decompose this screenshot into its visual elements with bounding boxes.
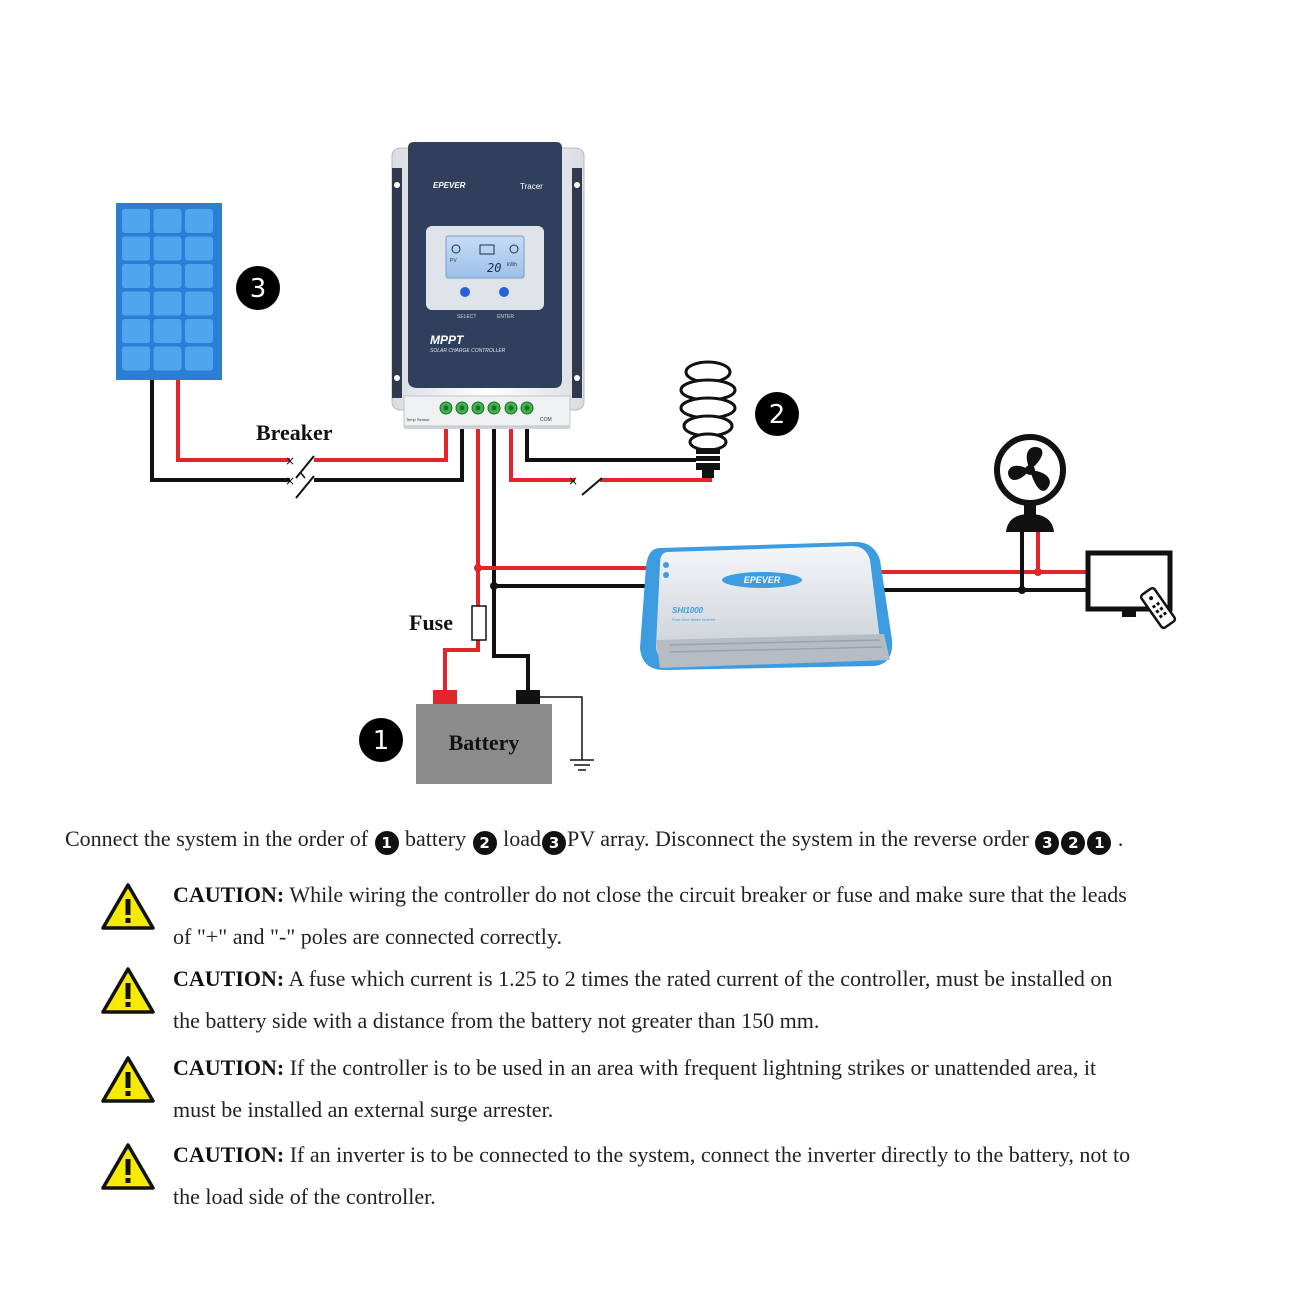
solar-panel bbox=[116, 203, 222, 380]
caution-text: If an inverter is to be connected to the… bbox=[173, 1142, 1131, 1209]
reverse-number-2: 2 bbox=[1061, 831, 1086, 855]
breaker-switch: × × bbox=[285, 454, 315, 499]
order-item-load: load bbox=[503, 826, 542, 851]
ground-wire bbox=[540, 696, 583, 760]
svg-text:kWh: kWh bbox=[507, 262, 517, 268]
lcd-screen bbox=[445, 235, 525, 279]
svg-text:3: 3 bbox=[250, 274, 267, 304]
solar-cell bbox=[122, 291, 150, 316]
order-number-3: 3 bbox=[542, 831, 567, 855]
svg-text:PV: PV bbox=[450, 258, 457, 264]
battery-positive-wire bbox=[443, 420, 480, 690]
battery-negative-wire bbox=[492, 420, 530, 690]
caution-heading: CAUTION: bbox=[173, 966, 285, 991]
svg-text:1: 1 bbox=[373, 726, 390, 756]
solar-cell bbox=[122, 319, 150, 343]
caution-text: While wiring the controller do not close… bbox=[173, 882, 1127, 949]
controller-brand: EPEVER bbox=[433, 181, 466, 190]
warning-icon bbox=[101, 967, 155, 1014]
svg-text:COM: COM bbox=[540, 417, 552, 423]
order-suffix: . bbox=[1117, 826, 1124, 851]
pv-negative-wire bbox=[150, 380, 290, 482]
mppt-controller: EPEVER Tracer PV 20 kWh SELECT ENTER MPP… bbox=[391, 142, 585, 429]
svg-text:Temp Sensor: Temp Sensor bbox=[406, 417, 430, 422]
controller-model: Tracer bbox=[520, 182, 543, 191]
ground-icon bbox=[570, 759, 594, 771]
wires bbox=[150, 380, 1088, 760]
svg-text:ENTER: ENTER bbox=[497, 314, 514, 320]
battery-label: Battery bbox=[449, 730, 520, 755]
svg-text:×: × bbox=[568, 474, 578, 488]
svg-text:SELECT: SELECT bbox=[457, 314, 476, 320]
pv-positive-wire bbox=[176, 380, 290, 462]
solar-cell bbox=[153, 209, 182, 233]
solar-cell bbox=[122, 209, 150, 233]
solar-cell bbox=[122, 236, 150, 261]
solar-cell bbox=[122, 346, 150, 371]
wiring-diagram: × × Breaker × 3 EPEVER Tracer PV 20 bbox=[116, 142, 1177, 784]
order-item-pv: PV array. Disconnect the system in the r… bbox=[567, 826, 1029, 851]
solar-cell bbox=[185, 236, 213, 261]
controller-type-title: MPPT bbox=[430, 333, 465, 347]
lcd-value: 20 bbox=[487, 261, 501, 275]
solar-cell bbox=[122, 264, 150, 288]
load-positive-wire bbox=[509, 420, 575, 482]
battery: Battery bbox=[416, 690, 552, 784]
warning-icon bbox=[101, 1056, 155, 1103]
inverter: EPEVER SHI1000 Pure Sine Wave Inverter bbox=[640, 542, 893, 670]
warning-icon bbox=[101, 883, 155, 930]
solar-cell bbox=[185, 291, 213, 316]
select-button bbox=[460, 287, 470, 297]
order-number-1: 1 bbox=[374, 831, 399, 855]
caution-text: A fuse which current is 1.25 to 2 times … bbox=[173, 966, 1113, 1033]
solar-cell bbox=[185, 319, 213, 343]
breaker-label: Breaker bbox=[256, 420, 333, 445]
solar-cell bbox=[185, 346, 213, 371]
order-number-2: 2 bbox=[472, 831, 497, 855]
caution-text: If the controller is to be used in an ar… bbox=[173, 1055, 1097, 1122]
inverter-subtitle: Pure Sine Wave Inverter bbox=[672, 617, 716, 622]
solar-cell bbox=[153, 346, 182, 371]
step-2-badge: 2 bbox=[755, 392, 799, 436]
fuse-label: Fuse bbox=[409, 610, 453, 635]
inverter-model: SHI1000 bbox=[672, 606, 704, 615]
solar-cell bbox=[153, 236, 182, 261]
caution-heading: CAUTION: bbox=[173, 882, 285, 907]
controller-type-subtitle: SOLAR CHARGE CONTROLLER bbox=[430, 348, 506, 354]
svg-text:×: × bbox=[285, 454, 295, 468]
breaker-to-controller-negative bbox=[314, 420, 464, 482]
step-3-badge: 3 bbox=[236, 266, 280, 310]
solar-cell bbox=[153, 319, 182, 343]
fan-icon bbox=[994, 434, 1066, 532]
light-bulb-icon bbox=[679, 360, 737, 478]
order-item-battery: battery bbox=[405, 826, 467, 851]
solar-cell bbox=[153, 291, 182, 316]
reverse-number-3: 3 bbox=[1035, 831, 1060, 855]
caution-heading: CAUTION: bbox=[173, 1055, 285, 1080]
solar-cell bbox=[185, 264, 213, 288]
tv-icon bbox=[1085, 550, 1177, 630]
breaker-to-controller-positive bbox=[314, 420, 448, 462]
solar-cell bbox=[185, 209, 213, 233]
reverse-number-1: 1 bbox=[1087, 831, 1112, 855]
caution-heading: CAUTION: bbox=[173, 1142, 285, 1167]
connection-order-text: Connect the system in the order of 1 bat… bbox=[65, 826, 1285, 855]
load-switch: × bbox=[568, 474, 603, 496]
warning-icon bbox=[101, 1143, 155, 1190]
load-negative-wire bbox=[525, 420, 700, 462]
enter-button bbox=[499, 287, 509, 297]
inverter-brand: EPEVER bbox=[744, 575, 781, 585]
svg-text:×: × bbox=[285, 474, 295, 488]
solar-cell bbox=[153, 264, 182, 288]
step-1-badge: 1 bbox=[359, 718, 403, 762]
svg-text:2: 2 bbox=[769, 400, 786, 430]
order-prefix: Connect the system in the order of bbox=[65, 826, 369, 851]
fuse bbox=[471, 605, 487, 641]
